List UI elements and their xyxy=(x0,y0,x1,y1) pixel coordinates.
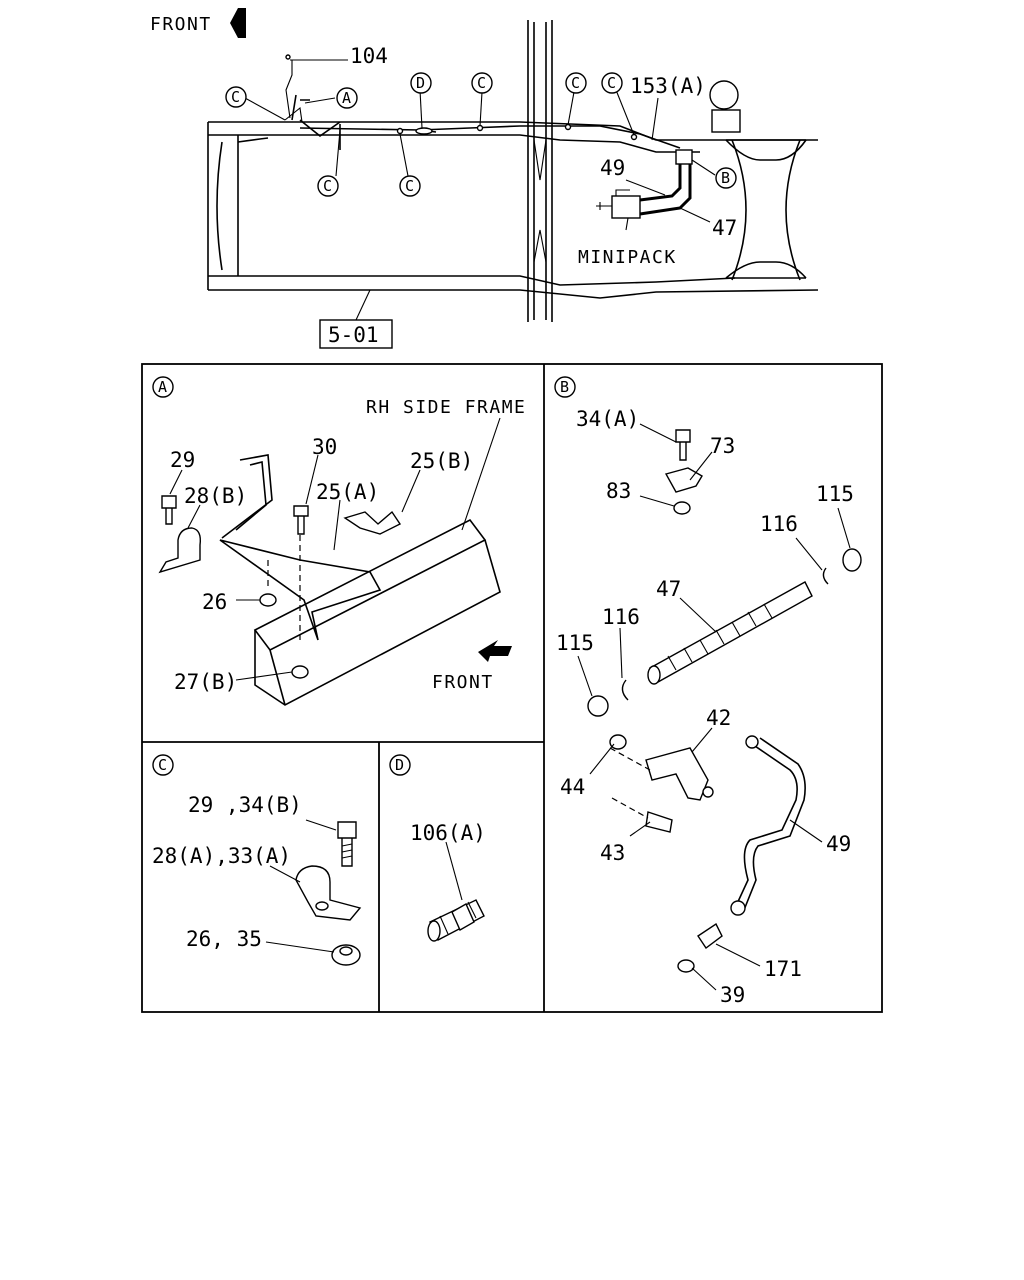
part-104-label: 104 xyxy=(350,44,388,68)
panel-b: B xyxy=(554,376,862,1007)
brake-pipe-route xyxy=(244,54,716,321)
svg-text:B: B xyxy=(560,378,569,396)
part-25b-label: 25(B) xyxy=(410,449,473,473)
svg-text:C: C xyxy=(405,177,414,195)
front-arrow-icon xyxy=(478,640,512,662)
panel-c-marker-icon xyxy=(152,754,174,776)
svg-text:A: A xyxy=(342,89,351,107)
part-49-label: 49 xyxy=(826,832,851,856)
part-34a-label: 34(A) xyxy=(576,407,639,431)
svg-text:B: B xyxy=(721,169,730,187)
part-49-label: 49 xyxy=(600,156,625,180)
part-43-label: 43 xyxy=(600,841,625,865)
minipack-label: MINIPACK xyxy=(578,247,677,268)
front-label: FRONT xyxy=(150,14,212,35)
part-47-label: 47 xyxy=(712,216,737,240)
panel-d: D 106(A) xyxy=(389,754,486,942)
panel-a-front-label: FRONT xyxy=(432,672,494,693)
part-27b-label: 27(B) xyxy=(174,670,237,694)
svg-text:C: C xyxy=(231,88,240,106)
callout-marker-icon: C A D C C C B C C xyxy=(225,72,737,197)
part-106a-label: 106(A) xyxy=(410,821,486,845)
part-25a-label: 25(A) xyxy=(316,480,379,504)
part-44-label: 44 xyxy=(560,775,585,799)
part-28b-label: 28(B) xyxy=(184,484,247,508)
ref-box-label: 5-01 xyxy=(328,323,379,347)
part-115-bottom-label: 115 xyxy=(556,631,594,655)
front-arrow-icon xyxy=(230,8,246,38)
part-30-label: 30 xyxy=(312,435,337,459)
part-116-top-label: 116 xyxy=(760,512,798,536)
panel-a-marker-icon xyxy=(152,376,174,398)
part-115-top-label: 115 xyxy=(816,482,854,506)
part-171-label: 171 xyxy=(764,957,802,981)
panel-d-marker-icon xyxy=(389,754,411,776)
svg-text:C: C xyxy=(158,756,167,774)
part-26-label: 26 xyxy=(202,590,227,614)
part-47-label: 47 xyxy=(656,577,681,601)
panel-c: C 29 ,34(B) 28(A),33(A) 26, 35 xyxy=(152,754,362,966)
svg-text:D: D xyxy=(395,756,404,774)
svg-text:C: C xyxy=(571,74,580,92)
part-83-label: 83 xyxy=(606,479,631,503)
part-28a-33a-label: 28(A),33(A) xyxy=(152,844,291,868)
chassis-frame xyxy=(207,20,819,322)
part-26-35-label: 26, 35 xyxy=(186,927,262,951)
part-39-label: 39 xyxy=(720,983,745,1007)
panel-b-marker-icon xyxy=(554,376,576,398)
part-116-bottom-label: 116 xyxy=(602,605,640,629)
part-29-34b-label: 29 ,34(B) xyxy=(188,793,302,817)
detail-panels xyxy=(141,363,883,1013)
panel-a: A RH SIDE FRAME 29 28 xyxy=(152,376,526,706)
svg-text:C: C xyxy=(607,74,616,92)
svg-text:C: C xyxy=(477,74,486,92)
ref-box[interactable]: 5-01 xyxy=(319,319,393,349)
part-29-label: 29 xyxy=(170,448,195,472)
svg-text:A: A xyxy=(158,378,167,396)
part-42-label: 42 xyxy=(706,706,731,730)
rh-side-frame-label: RH SIDE FRAME xyxy=(366,397,526,418)
overview-view: FRONT xyxy=(150,8,819,349)
part-73-label: 73 xyxy=(710,434,735,458)
part-153a-label: 153(A) xyxy=(630,74,706,98)
svg-text:C: C xyxy=(323,177,332,195)
svg-text:D: D xyxy=(416,74,425,92)
